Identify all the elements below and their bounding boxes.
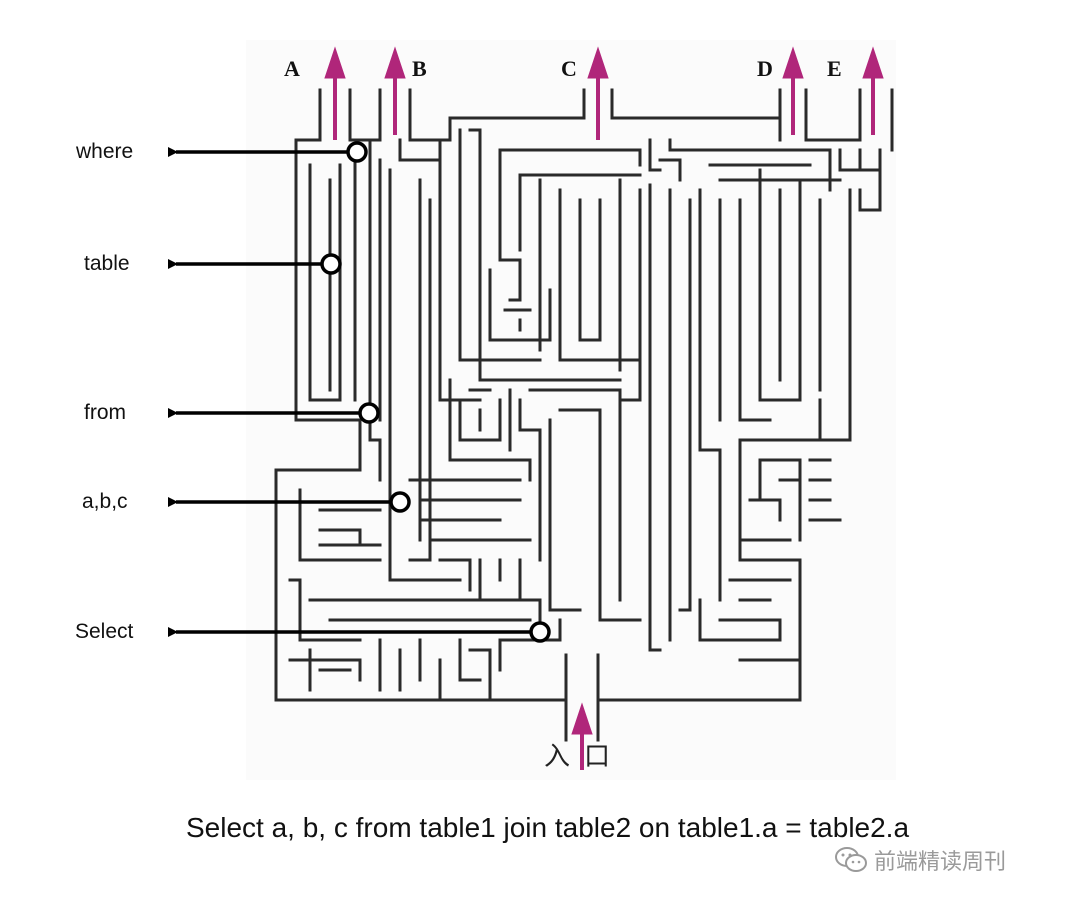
exit-arrowhead-e <box>862 46 884 79</box>
exit-arrowhead-d <box>782 46 804 79</box>
label-where: where <box>76 140 134 163</box>
exit-label-a: A <box>284 56 300 81</box>
pointer-from-node <box>358 402 380 424</box>
exit-arrowhead-a <box>324 46 346 79</box>
pointer-select-node <box>529 621 551 643</box>
label-select: Select <box>75 620 134 643</box>
entrance-label: 入口 <box>544 742 625 772</box>
entrance-arrowhead <box>571 702 593 735</box>
wechat-icon <box>835 847 867 872</box>
exit-arrowhead-c <box>587 46 609 79</box>
maze-walls <box>274 88 894 742</box>
exit-label-e: E <box>827 56 842 81</box>
watermark: 前端精读周刊 <box>834 842 1054 878</box>
label-from: from <box>84 401 126 424</box>
sql-caption: Select a, b, c from table1 join table2 o… <box>186 812 910 843</box>
exit-arrows <box>324 46 884 770</box>
pointer-columns-node <box>389 491 411 513</box>
exit-arrowhead-b <box>384 46 406 79</box>
exit-label-b: B <box>412 56 427 81</box>
exit-label-d: D <box>757 56 773 81</box>
exit-label-c: C <box>561 56 577 81</box>
watermark-text: 前端精读周刊 <box>874 850 1007 875</box>
label-columns: a,b,c <box>82 490 128 513</box>
label-table: table <box>84 252 130 275</box>
pointer-where-node <box>346 141 368 163</box>
pointer-table-node <box>320 253 342 275</box>
clause-pointers <box>168 141 551 643</box>
